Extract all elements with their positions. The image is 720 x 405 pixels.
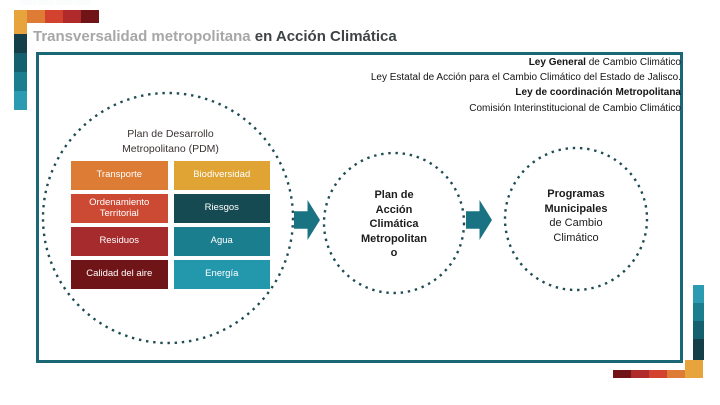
pdm-cell-calidad-aire: Calidad del aire [71,260,168,289]
top-edge-decor-square [56,0,73,5]
corner-decor-square [14,34,27,53]
pdm-cell-riesgos: Riesgos [173,194,270,223]
pdm-title: Plan de Desarrollo Metropolitano (PDM) [122,128,219,155]
slide-title: Transversalidad metropolitana en Acción … [33,28,397,45]
law-line-4: Comisión Interinstitucional de Cambio Cl… [469,102,681,114]
pdm-cell-transporte: Transporte [71,161,168,190]
corner-decor-square [649,370,667,378]
corner-decor-square [14,10,27,34]
pdm-cell-agua: Agua [173,227,270,256]
corner-decor-square [81,10,99,23]
corner-decor-square [693,285,704,303]
corner-decor-square [14,53,27,72]
pdm-grid: Transporte Biodiversidad Ordenamiento Te… [71,161,270,289]
top-edge-decor-square [38,0,55,5]
pmcc-label: Programas Municipales de Cambio Climátic… [544,188,608,244]
pdm-cell-residuos: Residuos [71,227,168,256]
corner-decor-square [667,370,685,378]
corner-decor-square [613,370,631,378]
corner-decor-square [693,303,704,321]
corner-decor-square [45,10,63,23]
corner-decor-square [631,370,649,378]
slide-title-accent: en Acción Climática [254,28,397,45]
corner-decor-square [63,10,81,23]
slide-title-muted: Transversalidad metropolitana [33,28,251,45]
corner-decor-square [14,91,27,110]
corner-decor-square [693,339,704,360]
pdm-cell-ordenamiento: Ordenamiento Territorial [71,194,168,223]
pacm-label: Plan de Acción Climática Metropolitan o [361,189,427,259]
law-line-1: Ley General de Cambio Climático [528,57,681,68]
content-frame [36,52,683,363]
law-line-2: Ley Estatal de Acción para el Cambio Cli… [370,72,681,84]
law-line-3: Ley de coordinación Metropolitana [515,87,681,99]
top-edge-decor-square [20,0,37,5]
corner-decor-square [27,10,45,23]
corner-decor-square [14,72,27,91]
corner-decor-square [693,321,704,339]
top-edge-decor-square [74,0,91,5]
laws-list: Ley General de Cambio Climático Ley Esta… [371,55,681,116]
corner-decor-square [685,360,703,378]
pdm-cell-energia: Energía [173,260,270,289]
pdm-cell-biodiversidad: Biodiversidad [173,161,270,190]
